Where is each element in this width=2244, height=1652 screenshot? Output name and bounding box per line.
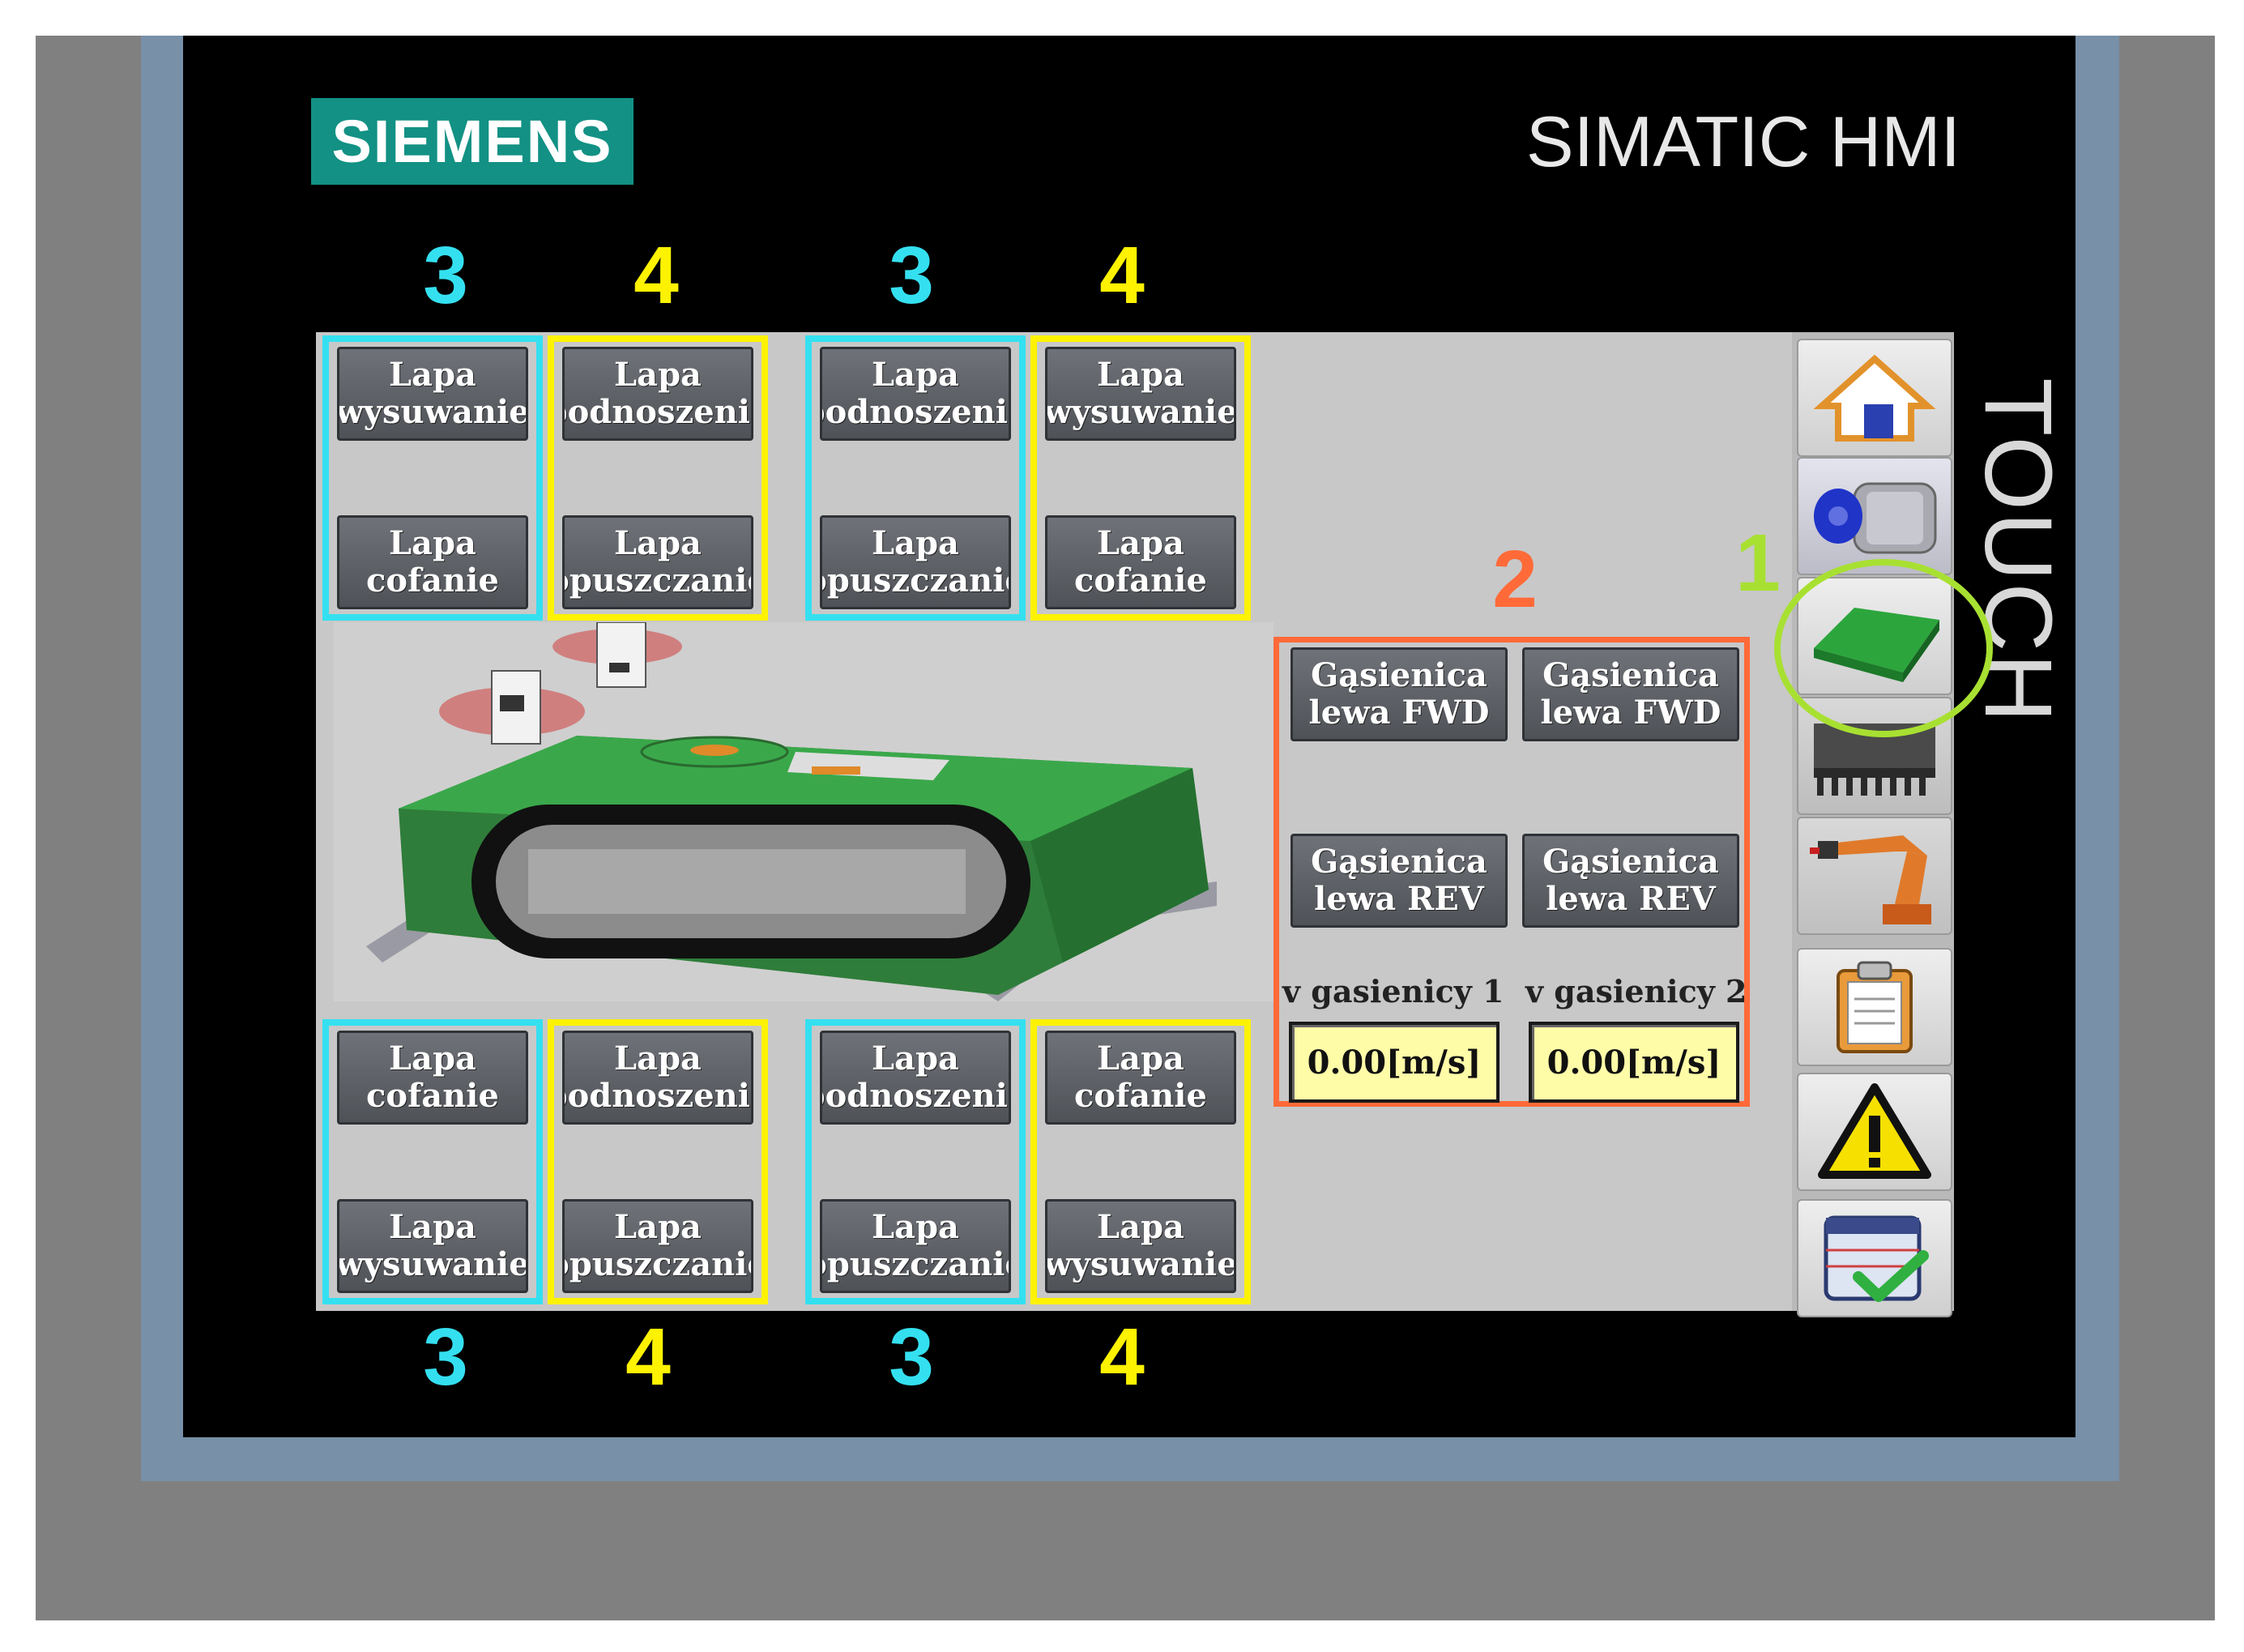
leg-lower-button[interactable]: Lapaopuszczanie (820, 1199, 1011, 1293)
leg-control-group: Lapapodnoszenie Lapaopuszczanie (805, 1019, 1026, 1304)
leg-control-group: Lapapodnoszenie Lapaopuszczanie (548, 335, 768, 621)
warning-icon (1818, 1083, 1931, 1179)
touch-label: TOUCH (1965, 340, 2071, 762)
annotation-3: 3 (889, 1312, 934, 1402)
leg-raise-button[interactable]: Lapapodnoszenie (820, 347, 1011, 441)
track-speed-2-label: v gasienicy 2 (1525, 973, 1747, 1010)
leg-control-group: Lapapodnoszenie Lapaopuszczanie (805, 335, 1026, 621)
motor-screen-button[interactable] (1797, 457, 1952, 575)
track-speed-1-label: v gasienicy 1 (1282, 973, 1504, 1010)
brand-name: SIEMENS (331, 108, 613, 175)
leg-lower-button[interactable]: Lapaopuszczanie (562, 515, 753, 609)
annotation-2: 2 (1492, 534, 1538, 625)
clipboard-icon (1837, 961, 1913, 1053)
annotation-4: 4 (1099, 230, 1145, 321)
leg-lower-button[interactable]: Lapaopuszczanie (820, 515, 1011, 609)
annotation-3: 3 (423, 230, 468, 321)
annotation-3: 3 (423, 1312, 468, 1402)
track-speed-2-field: 0.00[m/s] (1529, 1022, 1739, 1103)
leg-control-group: Lapapodnoszenie Lapaopuszczanie (548, 1019, 768, 1304)
annotation-1: 1 (1735, 518, 1781, 608)
robot-arm-button[interactable] (1797, 817, 1952, 935)
alarms-button[interactable] (1797, 1073, 1952, 1191)
machine-illustration (334, 622, 1273, 1001)
annotation-3: 3 (889, 230, 934, 321)
leg-raise-button[interactable]: Lapapodnoszenie (820, 1031, 1011, 1125)
active-screen-highlight (1774, 559, 1993, 737)
checklist-icon (1824, 1215, 1929, 1302)
track-speed-1-field: 0.00[m/s] (1289, 1022, 1500, 1103)
annotation-4: 4 (625, 1312, 671, 1402)
home-icon (1814, 354, 1935, 442)
annotation-4: 4 (634, 230, 679, 321)
robot-arm-icon (1810, 835, 1931, 924)
annotation-4: 4 (1099, 1312, 1145, 1402)
home-button[interactable] (1797, 339, 1952, 457)
reports-button[interactable] (1797, 948, 1952, 1066)
device-title: SIMATIC HMI (1525, 101, 1960, 181)
leg-raise-button[interactable]: Lapapodnoszenie (562, 347, 753, 441)
motor-icon (1814, 482, 1937, 554)
leg-raise-button[interactable]: Lapapodnoszenie (562, 1031, 753, 1125)
checklist-button[interactable] (1797, 1199, 1952, 1317)
siemens-logo: SIEMENS (311, 98, 634, 185)
leg-lower-button[interactable]: Lapaopuszczanie (562, 1199, 753, 1293)
